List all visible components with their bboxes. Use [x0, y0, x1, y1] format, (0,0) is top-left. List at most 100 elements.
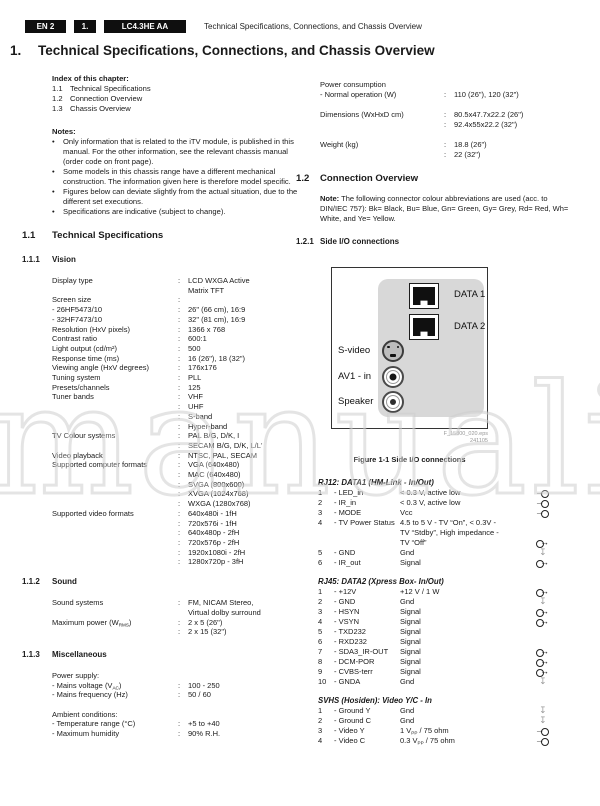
pin-group-title: RJ12: DATA1 (HM-Link - In/Out)	[318, 478, 434, 487]
pin-row: 8 - DCM-POR Signal	[318, 657, 550, 667]
spec-row: Weight (kg) : 18.8 (26")	[320, 140, 487, 149]
spec-row: - Normal operation (W) : 110 (26"), 120 …	[320, 90, 519, 99]
spec-row: Screen size :	[52, 295, 181, 305]
spec-row: : 92.4x55x22.2 (32")	[444, 120, 518, 129]
spec-row	[52, 700, 298, 710]
pin-direction-icon	[535, 677, 550, 687]
pin-group-title: RJ45: DATA2 (Xpress Box- In/Out)	[318, 577, 444, 586]
eps-date: 241105	[470, 438, 488, 444]
connector-colour-note: Note: The following connector colour abb…	[320, 194, 569, 223]
pin-row: 2 - Ground C Gnd	[318, 716, 550, 726]
spec-row: Tuner bands : VHF	[52, 392, 203, 402]
pin-row: 5 - GND Gnd	[318, 548, 550, 558]
pin-direction-icon	[535, 519, 550, 528]
spec-row: : MAC (640x480)	[178, 470, 241, 480]
index-title: Index of this chapter:	[52, 74, 129, 83]
section-1-1-1-heading: 1.1.1 Vision	[22, 255, 76, 264]
spec-row: : Hyper-band	[178, 421, 228, 431]
pin-direction-icon	[535, 558, 550, 568]
power-spec-table: Power consumption - Normal operation (W)…	[320, 80, 592, 160]
pin-group-rj12: RJ12: DATA1 (HM-Link - In/Out) 1 - LED_i…	[318, 478, 550, 568]
label-data1: DATA 1	[454, 289, 486, 300]
pin-rows: 1 - Ground Y Gnd 2 - Ground C Gnd	[318, 706, 550, 746]
pin-row: 10 - GNDA Gnd	[318, 677, 550, 687]
pin-row: 3 - Video Y 1 VPP / 75 ohm	[318, 726, 550, 736]
spec-row: Ambient conditions:	[52, 709, 118, 719]
spec-row: : SVGA (800x600)	[178, 479, 245, 489]
spec-row: Viewing angle (HxV degrees) : 176x176	[52, 363, 217, 373]
spec-row: : 1920x1080i - 2fH	[178, 547, 246, 557]
pin-row: 1 - Ground Y Gnd	[318, 706, 550, 716]
spec-row: Contrast ratio : 600:1	[52, 334, 207, 344]
spec-row: Video playback : NTSC, PAL, SECAM	[52, 450, 258, 460]
note-bullet-item: Figures below can deviate slightly from …	[52, 187, 298, 207]
rca-jack-speaker-icon	[382, 391, 404, 413]
spec-row: Display type : LCD WXGA Active	[52, 276, 250, 285]
spec-row: : SECAM B/G, D/K, L/L'	[178, 440, 263, 450]
spec-row: : UHF	[178, 402, 204, 412]
pin-direction-icon	[535, 597, 550, 607]
chapter-title-text: Technical Specifications, Connections, a…	[38, 43, 435, 58]
pin-direction-icon	[535, 548, 550, 558]
spec-row: Sound systems : FM, NICAM Stereo,	[52, 598, 254, 608]
spec-row: Maximum power (WRMS) : 2 x 5 (26")	[52, 617, 223, 627]
pin-row: 6 - RXD232 Signal	[318, 637, 550, 647]
spec-row: - Maximum humidity : 90% R.H.	[52, 729, 221, 739]
spec-row: Supported video formats : 640x480i - 1fH	[52, 508, 237, 518]
chapter-index: Index of this chapter: 1.1 Technical Spe…	[52, 74, 298, 114]
pin-row: 4 - VSYN Signal	[318, 617, 550, 627]
spec-row: - Temperature range (°C) : +5 to +40	[52, 719, 220, 729]
chapter-title-number: 1.	[10, 43, 22, 58]
spec-row: : WXGA (1280x768)	[178, 499, 251, 509]
pin-row: 1 - +12V +12 V / 1 W	[318, 587, 550, 597]
section-1-1-3-heading: 1.1.3 Miscellaneous	[22, 649, 107, 659]
spec-row: Virtual dolby surround	[188, 607, 261, 617]
spec-row: Supported computer formats : VGA (640x48…	[52, 460, 240, 470]
rca-jack-av1-icon	[382, 366, 404, 388]
pin-group-rj45: RJ45: DATA2 (Xpress Box- In/Out) 1 - +12…	[318, 577, 550, 687]
spec-row	[320, 100, 592, 110]
pin-row: TV “Off”	[318, 538, 550, 548]
left-column: Index of this chapter: 1.1 Technical Spe…	[22, 74, 298, 739]
pin-row: 7 - SDA3_IR-OUT Signal	[318, 647, 550, 657]
rj45-jack-data1-icon	[409, 283, 439, 309]
section-1-2-1-heading: 1.2.1 Side I/O connections	[296, 237, 400, 246]
note-bullet-item: Only information that is related to the …	[52, 137, 298, 167]
spec-row: Presets/channels : 125	[52, 382, 201, 392]
spec-row: Power consumption	[320, 80, 386, 89]
pin-group-title: SVHS (Hosiden): Video Y/C - In	[318, 696, 432, 705]
spec-row: - Mains voltage (VAC) : 100 - 250	[52, 680, 220, 691]
notes-list: Only information that is related to the …	[52, 137, 298, 217]
eps-filename: F_15800_020.eps	[443, 431, 488, 437]
pin-direction-icon	[535, 628, 550, 637]
pin-row: 4 - Video C 0.3 VPP / 75 ohm	[318, 736, 550, 746]
spec-row: Resolution (HxV pixels) : 1366 x 768	[52, 324, 226, 334]
spec-row: Tuning system : PLL	[52, 373, 202, 383]
figure-drawing: DATA 1 DATA 2 S-video AV1 - in Speaker	[331, 267, 488, 429]
label-speaker: Speaker	[338, 396, 374, 407]
pin-direction-icon	[535, 736, 550, 746]
label-av1: AV1 - in	[338, 371, 372, 382]
spec-row: Dimensions (WxHxD cm) : 80.5x47.7x22.2 (…	[320, 110, 524, 119]
index-list: 1.1 Technical Specifications 1.2 Connect…	[52, 84, 298, 114]
index-item: 1.3 Chassis Overview	[52, 104, 131, 113]
pin-rows: 1 - LED_in < 0.3 V, active low 2 - IR_in…	[318, 488, 550, 568]
spec-row: Matrix TFT	[188, 285, 225, 295]
index-item: 1.1 Technical Specifications	[52, 84, 151, 93]
notes-block: Notes: Only information that is related …	[52, 127, 298, 217]
index-item: 1.2 Connection Overview	[52, 94, 143, 103]
right-column: Power consumption - Normal operation (W)…	[296, 76, 592, 746]
running-header-title: Technical Specifications, Connections, a…	[204, 22, 422, 31]
pin-row: 3 - HSYN Signal	[318, 607, 550, 617]
label-svideo: S-video	[338, 345, 371, 356]
pin-group-svhs: SVHS (Hosiden): Video Y/C - In 1 - Groun…	[318, 696, 550, 746]
spec-row: : XVGA (1024x768)	[178, 489, 249, 499]
section-1-1-2-heading: 1.1.2 Sound	[22, 577, 77, 587]
pin-row: 2 - IR_in < 0.3 V, active low	[318, 498, 550, 508]
vision-spec-table: Display type : LCD WXGA Active Matrix TF…	[52, 276, 298, 567]
spec-row: Response time (ms) : 16 (26"), 18 (32")	[52, 353, 246, 363]
pin-direction-icon	[535, 726, 550, 736]
chassis-badge: LC4.3HE AA	[104, 20, 186, 33]
pin-row: 5 - TXD232 Signal	[318, 627, 550, 637]
